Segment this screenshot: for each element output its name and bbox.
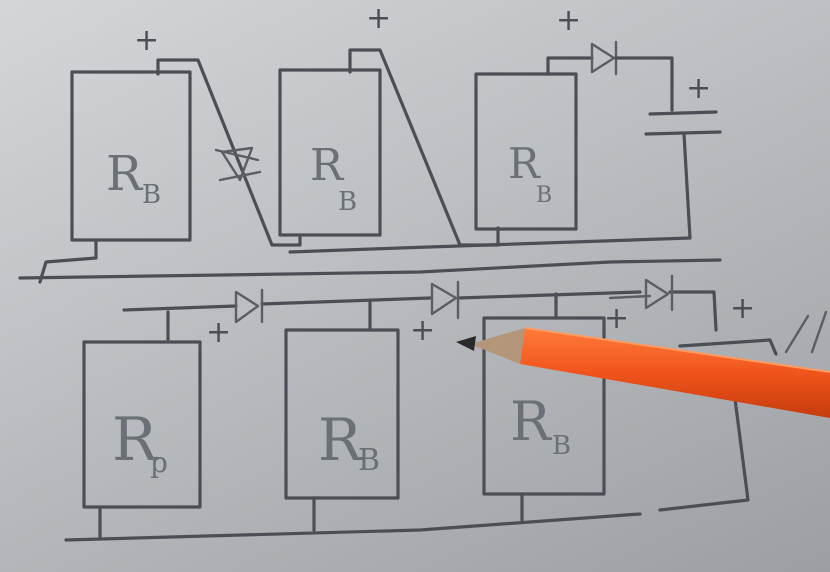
top-wire-to-cap — [614, 56, 674, 112]
module-label: R — [510, 390, 552, 453]
module-label: R — [508, 139, 541, 188]
module-label: R — [318, 406, 364, 474]
module-subscript: B — [142, 180, 161, 210]
top-return-wire — [288, 132, 692, 254]
bottom-module-3: R B — [482, 292, 606, 522]
pencil — [456, 327, 830, 418]
module-subscript: p — [150, 446, 168, 479]
bottom-row: R p R B R B + — [64, 274, 828, 542]
module-label: R — [106, 146, 144, 202]
top-wire-2-3 — [348, 48, 500, 247]
pencil-body — [520, 328, 830, 418]
bottom-diode-3 — [608, 274, 674, 312]
bottom-module-1: R p — [82, 310, 202, 540]
top-row: R B R B R B + — [18, 1, 722, 284]
plus-mark: + — [410, 313, 435, 348]
plus-mark: + — [134, 23, 159, 58]
module-subscript: B — [552, 431, 571, 461]
top-bus-wire — [18, 238, 722, 284]
bottom-bus-wire — [64, 512, 642, 542]
pencil-lead — [456, 336, 476, 351]
plus-mark: + — [366, 1, 391, 36]
top-module-3: R B — [474, 72, 578, 231]
bottom-diode-1 — [234, 288, 264, 324]
module-label: R — [112, 405, 159, 475]
bottom-top-wire — [122, 290, 718, 332]
bottom-cap-outline — [658, 338, 778, 512]
bottom-module-2: R B — [284, 298, 400, 532]
module-subscript: B — [338, 187, 357, 217]
pencil-highlight — [524, 327, 830, 373]
stray-strokes — [784, 310, 828, 354]
top-wire-3-out — [546, 56, 594, 76]
plus-mark: + — [604, 301, 629, 336]
top-module-2: R B — [278, 68, 382, 237]
plus-mark: + — [556, 3, 581, 38]
bottom-diode-2 — [430, 280, 460, 320]
top-wire-1-2 — [156, 58, 302, 247]
pencil-wood — [470, 328, 525, 364]
module-label: R — [310, 140, 345, 191]
plus-mark: + — [730, 291, 755, 326]
top-diode-1 — [214, 146, 262, 182]
module-subscript: B — [536, 183, 552, 208]
module-subscript: B — [358, 443, 380, 478]
plus-mark: + — [206, 315, 231, 350]
plus-mark: + — [686, 71, 711, 106]
top-module-1: R B — [70, 70, 192, 242]
